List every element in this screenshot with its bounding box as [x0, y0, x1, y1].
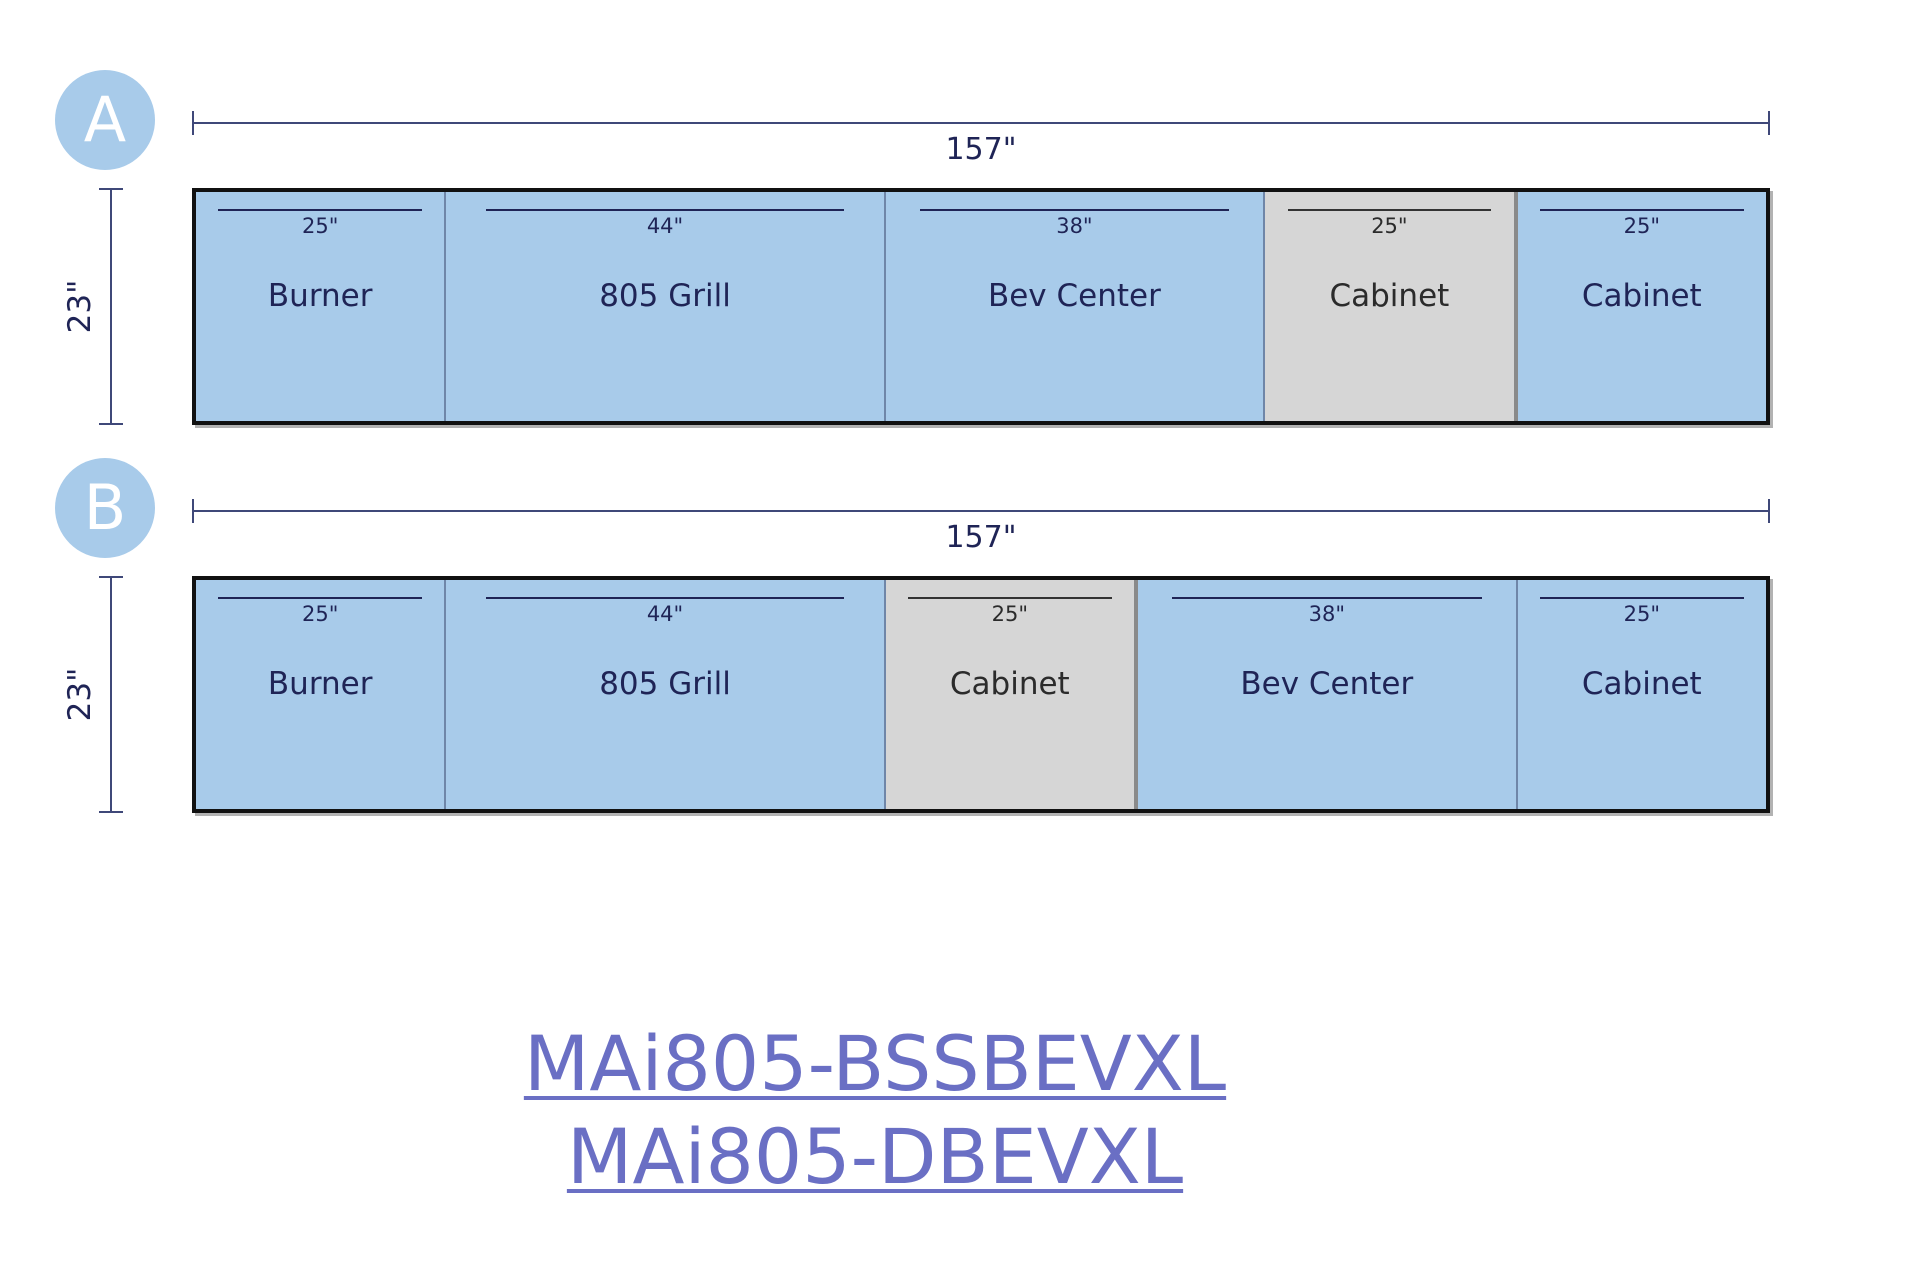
dimension-line	[192, 510, 1770, 512]
module-dimension-label: 44"	[646, 602, 684, 626]
overall-width-dimension-b	[192, 499, 1770, 523]
module-dimension-label: 38"	[1308, 602, 1345, 626]
module-dimension-rule	[485, 209, 845, 211]
module-dimension-rule	[919, 209, 1230, 211]
module-cabinet[interactable]: 25" Cabinet	[1515, 192, 1766, 421]
module-dimension-label: 25"	[302, 214, 339, 238]
module-dimension-label: 25"	[991, 602, 1028, 626]
height-dimension-a	[99, 188, 123, 425]
overall-width-label-b: 157"	[945, 520, 1017, 555]
overall-width-dimension-a	[192, 111, 1770, 135]
module-burner[interactable]: 25" Burner	[196, 580, 447, 809]
module-bev-center[interactable]: 38" Bev Center	[1136, 580, 1518, 809]
module-name-label: 805 Grill	[599, 278, 731, 314]
module-name-label: Bev Center	[1240, 666, 1414, 702]
module-dimension-rule	[1539, 597, 1744, 599]
module-name-label: 805 Grill	[599, 666, 731, 702]
module-dimension-label: 44"	[646, 214, 684, 238]
module-name-label: Burner	[267, 666, 373, 702]
dimension-line	[192, 122, 1770, 124]
module-burner[interactable]: 25" Burner	[196, 192, 447, 421]
module-805-grill[interactable]: 44" 805 Grill	[446, 192, 886, 421]
module-805-grill[interactable]: 44" 805 Grill	[446, 580, 886, 809]
module-dimension-label: 25"	[1371, 214, 1408, 238]
dimension-tick-right	[1768, 499, 1770, 523]
dimension-cap-top	[99, 188, 123, 190]
dimension-tick-left	[192, 111, 194, 135]
dimension-tick-left	[192, 499, 194, 523]
dimension-cap-bottom	[99, 811, 123, 813]
module-dimension-rule	[1171, 597, 1482, 599]
module-name-label: Burner	[267, 278, 373, 314]
module-dimension-rule	[218, 597, 423, 599]
dimension-tick-right	[1768, 111, 1770, 135]
module-name-label: Cabinet	[1581, 666, 1702, 702]
module-name-label: Cabinet	[1581, 278, 1702, 314]
model-links: MAi805-BSSBEVXL MAi805-DBEVXL	[0, 1018, 1750, 1203]
model-link-dbevxl[interactable]: MAi805-DBEVXL	[566, 1111, 1184, 1201]
module-cabinet-gray[interactable]: 25" Cabinet	[1265, 192, 1516, 421]
module-name-label: Bev Center	[987, 278, 1161, 314]
assembly-b: 25" Burner 44" 805 Grill 25" Cabinet 38"…	[192, 576, 1770, 813]
module-name-label: Cabinet	[1329, 278, 1450, 314]
module-dimension-rule	[1287, 209, 1492, 211]
module-dimension-rule	[218, 209, 423, 211]
module-cabinet-gray[interactable]: 25" Cabinet	[885, 580, 1137, 809]
dimension-cap-top	[99, 576, 123, 578]
height-label-b: 23"	[62, 667, 98, 722]
module-dimension-label: 25"	[1623, 602, 1660, 626]
dimension-cap-bottom	[99, 423, 123, 425]
height-dimension-b	[99, 576, 123, 813]
module-dimension-rule	[907, 597, 1112, 599]
module-name-label: Cabinet	[949, 666, 1070, 702]
model-link-bssbevxl[interactable]: MAi805-BSSBEVXL	[523, 1019, 1227, 1108]
module-dimension-label: 25"	[302, 602, 339, 626]
module-dimension-rule	[1539, 209, 1744, 211]
module-dimension-label: 25"	[1623, 214, 1660, 238]
assembly-a: 25" Burner 44" 805 Grill 38" Bev Center …	[192, 188, 1770, 425]
overall-width-label-a: 157"	[945, 132, 1017, 167]
option-badge-a: A	[55, 70, 155, 170]
option-badge-b: B	[55, 458, 155, 558]
module-bev-center[interactable]: 38" Bev Center	[885, 192, 1266, 421]
module-dimension-rule	[485, 597, 845, 599]
module-cabinet[interactable]: 25" Cabinet	[1517, 580, 1766, 809]
module-dimension-label: 38"	[1056, 214, 1093, 238]
height-label-a: 23"	[62, 279, 98, 334]
option-badge-a-letter: A	[83, 83, 127, 156]
option-badge-b-letter: B	[83, 471, 127, 544]
